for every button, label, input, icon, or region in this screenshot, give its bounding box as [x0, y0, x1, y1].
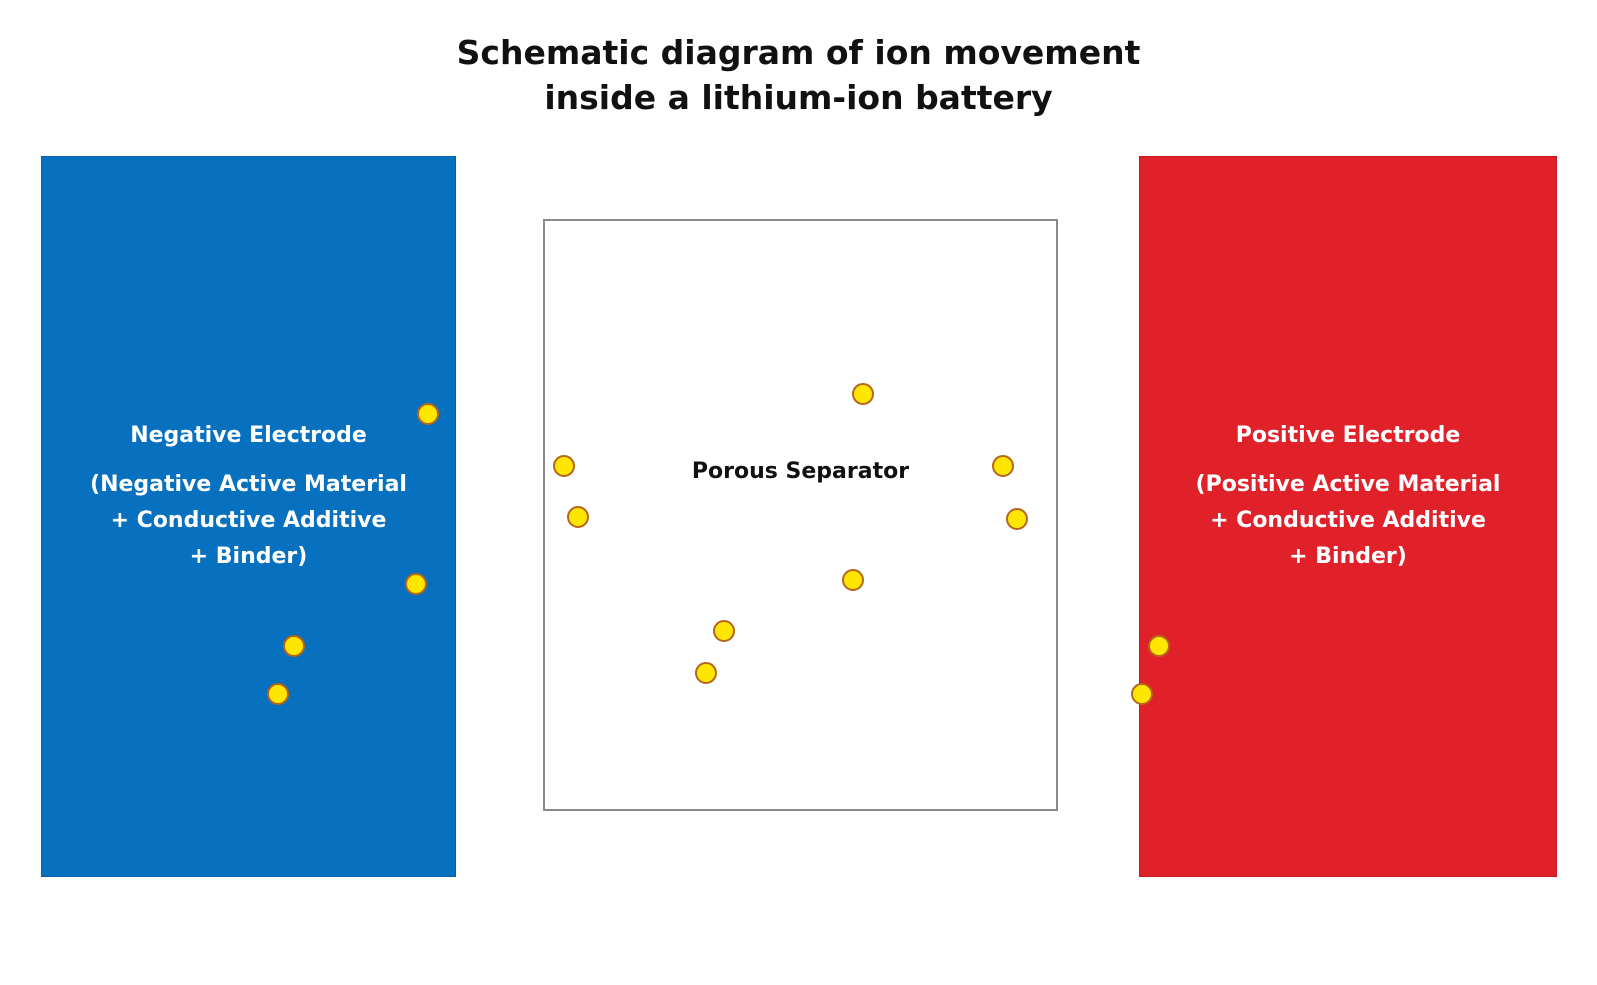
negative-electrode-composition-3: + Binder) — [189, 544, 308, 569]
lithium-ion-dot-icon — [1148, 635, 1170, 657]
negative-electrode-composition-2: + Conductive Additive — [110, 508, 387, 533]
lithium-ion-dot-icon — [713, 620, 735, 642]
negative-electrode: Negative Electrode (Negative Active Mate… — [41, 156, 456, 877]
negative-electrode-label: Negative Electrode (Negative Active Mate… — [42, 421, 455, 575]
positive-electrode-name: Positive Electrode — [1235, 423, 1461, 448]
porous-separator-label: Porous Separator — [691, 459, 910, 484]
positive-electrode-composition-1: (Positive Active Material — [1195, 472, 1501, 497]
lithium-ion-dot-icon — [283, 635, 305, 657]
porous-separator: Porous Separator — [543, 219, 1058, 811]
negative-electrode-name: Negative Electrode — [130, 423, 367, 448]
diagram-title-line-2: inside a lithium-ion battery — [544, 78, 1053, 117]
lithium-ion-dot-icon — [992, 455, 1014, 477]
lithium-ion-dot-icon — [1006, 508, 1028, 530]
diagram-title: Schematic diagram of ion movement inside… — [0, 30, 1597, 120]
lithium-ion-dot-icon — [695, 662, 717, 684]
positive-electrode-composition-3: + Binder) — [1289, 544, 1407, 569]
positive-electrode-composition-2: + Conductive Additive — [1210, 508, 1486, 533]
lithium-ion-dot-icon — [1131, 683, 1153, 705]
lithium-ion-dot-icon — [852, 383, 874, 405]
lithium-ion-dot-icon — [842, 569, 864, 591]
diagram-title-line-1: Schematic diagram of ion movement — [456, 33, 1141, 72]
lithium-ion-dot-icon — [405, 573, 427, 595]
positive-electrode-label: Positive Electrode (Positive Active Mate… — [1140, 421, 1556, 575]
lithium-ion-dot-icon — [567, 506, 589, 528]
lithium-ion-dot-icon — [553, 455, 575, 477]
lithium-ion-dot-icon — [267, 683, 289, 705]
lithium-ion-dot-icon — [417, 403, 439, 425]
positive-electrode: Positive Electrode (Positive Active Mate… — [1139, 156, 1557, 877]
negative-electrode-composition-1: (Negative Active Material — [90, 472, 407, 497]
